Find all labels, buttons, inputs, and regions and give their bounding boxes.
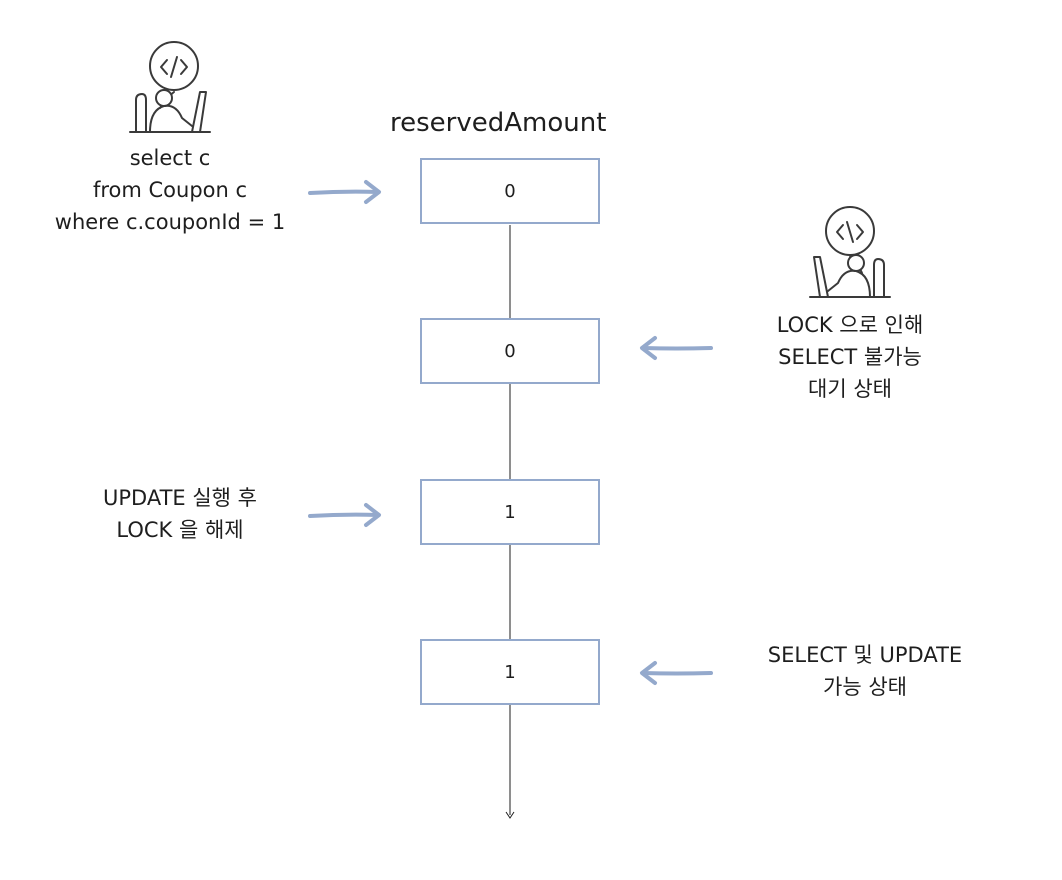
annotation-select-query: select c from Coupon c where c.couponId … [40,142,300,238]
annotation-update-release: UPDATE 실행 후 LOCK 을 해제 [70,482,290,546]
developer-icon [809,206,891,298]
value-box: 1 [420,639,600,705]
value-box: 0 [420,158,600,224]
annotation-line: LOCK 을 해제 [116,518,244,542]
annotation-line: where c.couponId = 1 [54,210,286,234]
arrow-right-third [308,503,381,527]
annotation-line: select c [129,146,211,170]
arrow-right-top [308,180,381,204]
annotation-line: 대기 상태 [808,377,892,401]
annotation-available: SELECT 및 UPDATE 가능 상태 [730,639,1000,703]
value-box: 1 [420,479,600,545]
timeline-arrowhead [505,811,515,819]
annotation-line: from Coupon c [92,178,248,202]
annotation-line: UPDATE 실행 후 [103,486,257,510]
annotation-line: LOCK 으로 인해 [776,313,924,337]
annotation-line: SELECT 불가능 [778,345,922,369]
annotation-lock-wait: LOCK 으로 인해 SELECT 불가능 대기 상태 [725,309,975,405]
developer-icon [129,41,211,133]
annotation-line: SELECT 및 UPDATE [767,643,963,667]
arrow-left-second [640,336,713,360]
annotation-line: 가능 상태 [823,675,907,699]
arrow-left-fourth [640,661,713,685]
value-box: 0 [420,318,600,384]
diagram-title: reservedAmount [390,108,607,138]
